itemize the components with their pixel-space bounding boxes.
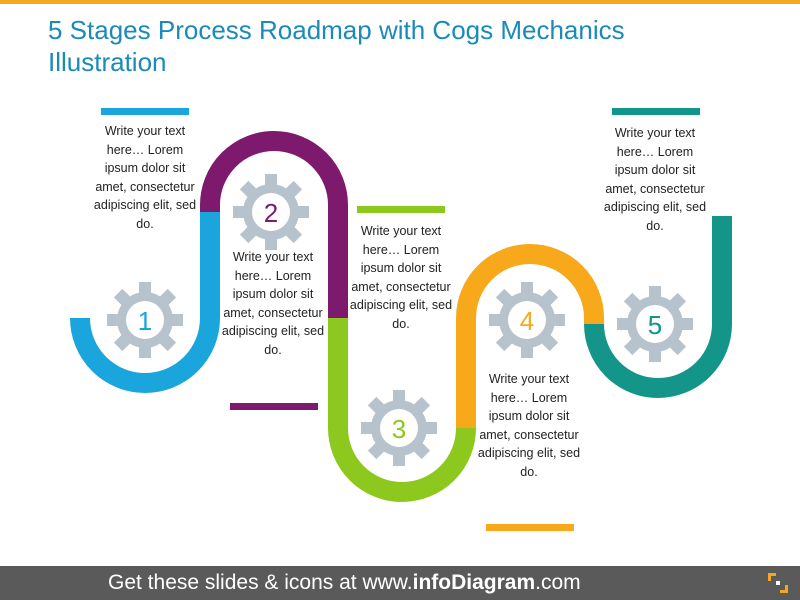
slide-title: 5 Stages Process Roadmap with Cogs Mecha…	[48, 15, 625, 77]
stage-text-5: Write your text here… Lorem ipsum dolor …	[603, 126, 707, 233]
stage-number-4: 4	[520, 306, 534, 336]
cog-icon-5	[617, 286, 693, 362]
road-segment-5	[584, 216, 732, 398]
stage-text-3: Write your text here… Lorem ipsum dolor …	[349, 224, 453, 331]
stage-text-2: Write your text here… Lorem ipsum dolor …	[221, 250, 325, 357]
cog-icon-2	[233, 174, 309, 250]
footer-banner: Get these slides & icons at www.infoDiag…	[0, 566, 800, 600]
road-segment-1	[70, 212, 220, 393]
stage-number-2: 2	[264, 198, 278, 228]
text-bar-1	[101, 108, 189, 115]
text-bar-2	[230, 403, 318, 410]
road-segment-4	[456, 244, 604, 428]
text-bar-3	[357, 206, 445, 213]
footer-link[interactable]: Get these slides & icons at www.infoDiag…	[108, 566, 581, 600]
text-bar-5	[612, 108, 700, 115]
cog-icon-4	[489, 282, 565, 358]
road-segment-2	[200, 131, 348, 318]
cog-icon-3	[361, 390, 437, 466]
footer-prefix: Get these slides & icons at www.	[108, 571, 413, 594]
footer-suffix: .com	[535, 571, 581, 594]
top-accent-rule	[0, 0, 800, 4]
cog-icon-1	[107, 282, 183, 358]
footer-brand: infoDiagram	[412, 571, 536, 594]
road-segment-3	[328, 318, 476, 502]
stage-number-1: 1	[138, 306, 152, 336]
stage-text-4: Write your text here… Lorem ipsum dolor …	[477, 372, 581, 479]
stage-number-5: 5	[648, 310, 662, 340]
stage-text-1: Write your text here… Lorem ipsum dolor …	[93, 124, 197, 231]
text-bar-4	[486, 524, 574, 531]
stage-number-3: 3	[392, 414, 406, 444]
infodiagram-logo-icon	[768, 573, 788, 593]
